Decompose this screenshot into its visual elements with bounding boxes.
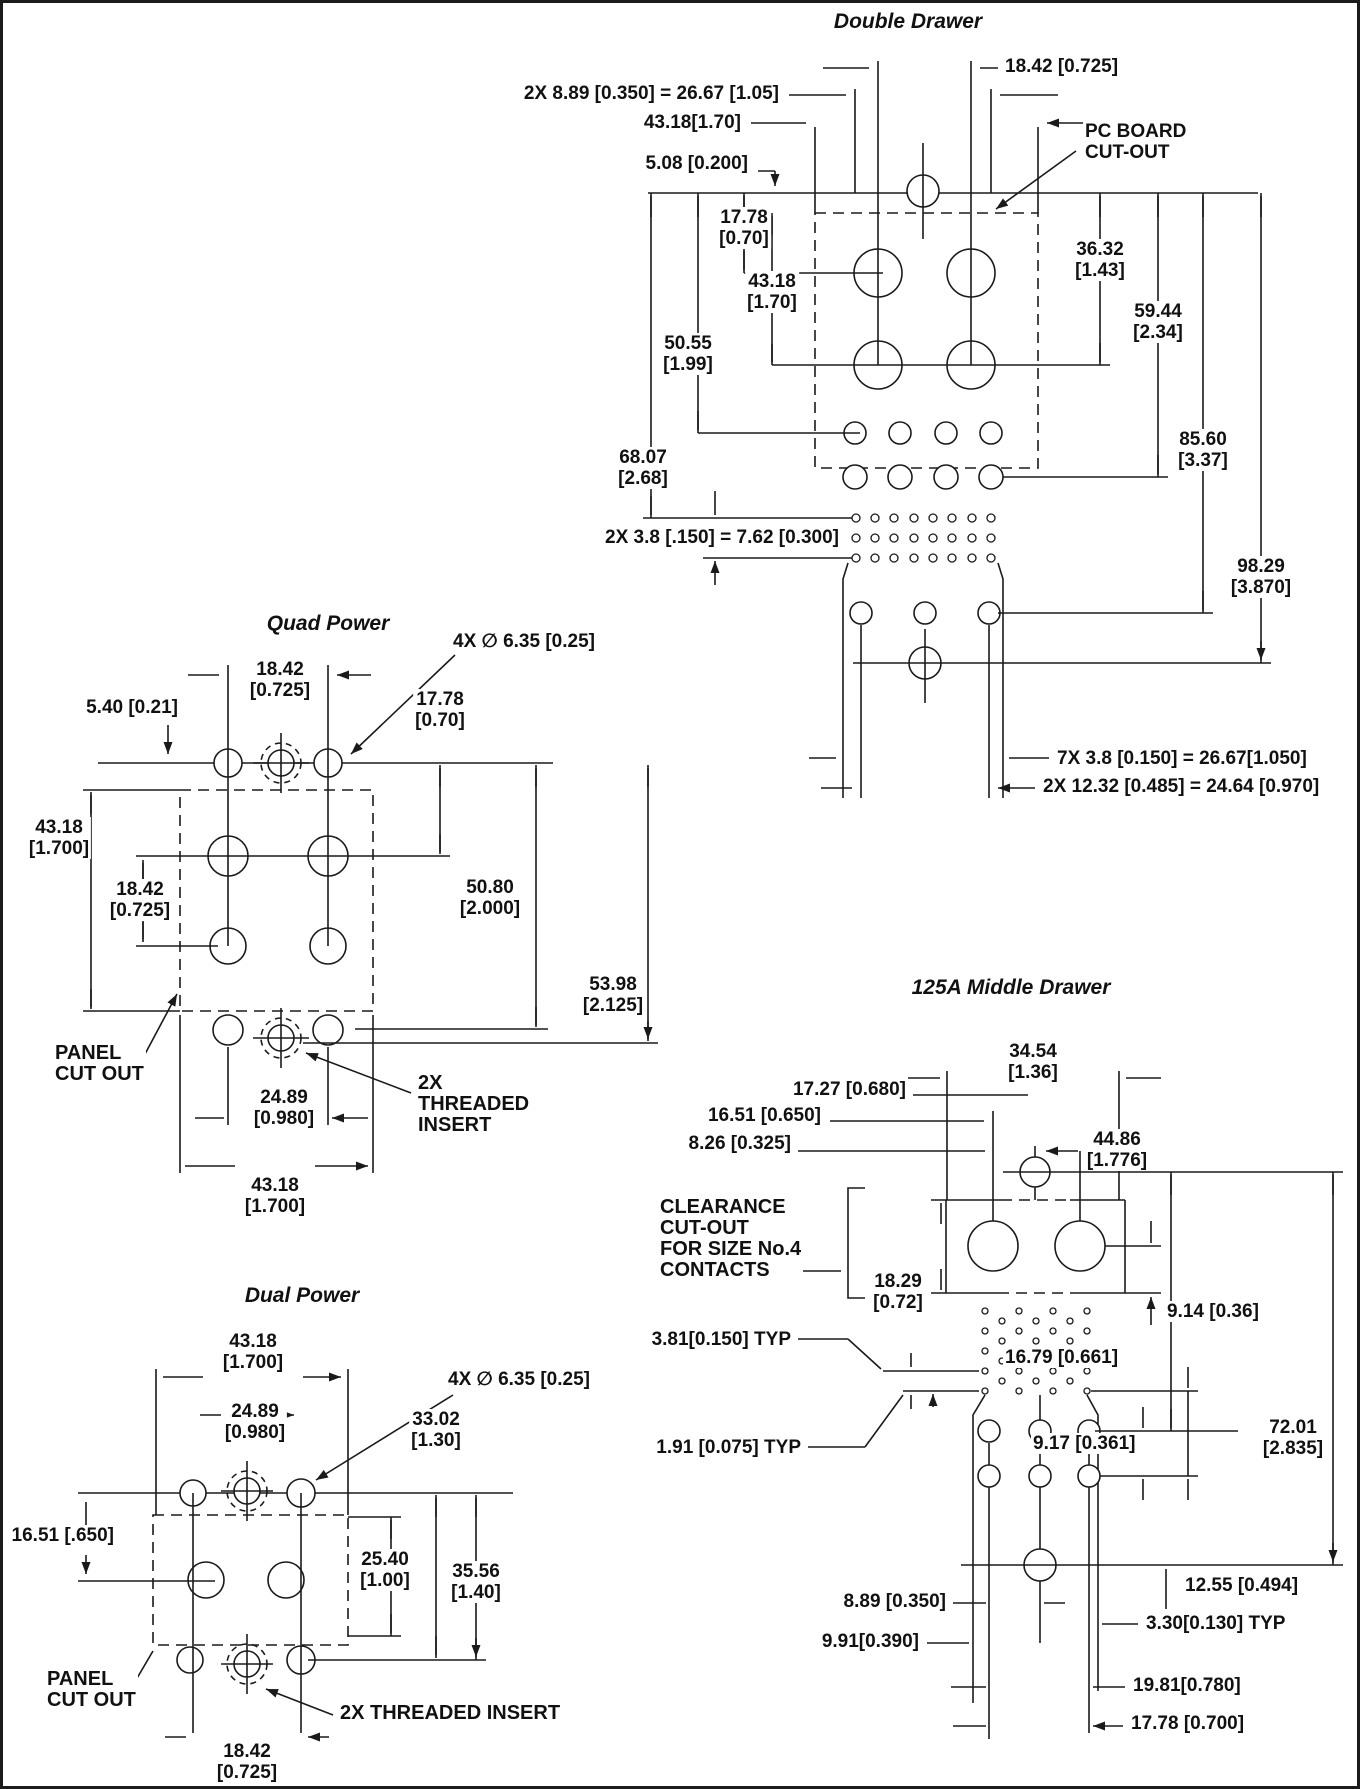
note-threaded-insert-dual: 2X THREADED INSERT xyxy=(338,1702,563,1724)
dim-381-typ: 3.81[0.150] TYP xyxy=(649,1329,793,1350)
dim-4318-dual: 43.18 [1.700] xyxy=(220,1331,286,1373)
dim-4486: 44.86 [1.776] xyxy=(1084,1129,1150,1171)
dim-3302: 33.02 [1.30] xyxy=(409,1409,463,1451)
pc-board-leader xyxy=(995,150,1077,210)
dim-4318-top: 43.18[1.70] xyxy=(641,112,743,133)
dim-2x38: 2X 3.8 [.150] = 7.62 [0.300] xyxy=(603,527,841,548)
dim-1842-quad: 18.42 [0.725] xyxy=(247,659,313,701)
dim-3556: 35.56 [1.40] xyxy=(449,1561,503,1603)
dim-330-typ: 3.30[0.130] TYP xyxy=(1144,1613,1288,1634)
dim-4x-dia-quad: 4X ∅ 6.35 [0.25] xyxy=(451,631,597,652)
dim-5944: 59.44 [2.34] xyxy=(1131,301,1185,343)
dim-1981: 19.81[0.780] xyxy=(1131,1675,1243,1696)
dim-914: 9.14 [0.36] xyxy=(1165,1301,1261,1322)
note-panel-cutout-dual: PANEL CUT OUT xyxy=(45,1668,138,1711)
note-pc-board: PC BOARD CUT-OUT xyxy=(1083,121,1189,163)
dim-7x38: 7X 3.8 [0.150] = 26.67[1.050] xyxy=(1055,748,1309,769)
dim-2489-quad: 24.89 [0.980] xyxy=(251,1087,317,1129)
dim-6807: 68.07 [2.68] xyxy=(616,447,670,489)
dim-191-typ: 1.91 [0.075] TYP xyxy=(654,1437,803,1458)
dim-1651-md: 16.51 [0.650] xyxy=(705,1105,823,1126)
dim-826: 8.26 [0.325] xyxy=(686,1133,793,1154)
dim-3632: 36.32 [1.43] xyxy=(1073,239,1127,281)
dim-1727: 17.27 [0.680] xyxy=(790,1079,908,1100)
drawing-linework xyxy=(3,61,1360,1789)
dim-1255: 12.55 [0.494] xyxy=(1183,1575,1301,1596)
dim-4318-quad-left: 43.18 [1.700] xyxy=(26,817,92,859)
quad-power-view xyxy=(83,654,658,1173)
dual-power-title: Dual Power xyxy=(244,1284,360,1307)
dim-7201: 72.01 [2.835] xyxy=(1260,1417,1326,1459)
clearance-bracket xyxy=(798,1187,865,1299)
dim-2540: 25.40 [1.00] xyxy=(358,1549,412,1591)
dim-1778-quad: 17.78 [0.70] xyxy=(413,689,467,731)
dim-1778: 17.78 [0.70] xyxy=(717,207,771,249)
note-panel-cutout-quad: PANEL CUT OUT xyxy=(53,1042,146,1085)
dim-1842-dual: 18.42 [0.725] xyxy=(214,1741,280,1783)
dim-2x1232: 2X 12.32 [0.485] = 24.64 [0.970] xyxy=(1041,776,1322,797)
dim-4x-dia-dual: 4X ∅ 6.35 [0.25] xyxy=(446,1369,592,1390)
dim-4318-mid: 43.18 [1.70] xyxy=(745,271,799,313)
dim-917: 9.17 [0.361] xyxy=(1031,1433,1138,1454)
dim-540: 5.40 [0.21] xyxy=(84,697,180,718)
dim-508: 5.08 [0.200] xyxy=(643,153,750,174)
dim-9829: 98.29 [3.870] xyxy=(1228,556,1294,598)
dim-889: 8.89 [0.350] xyxy=(841,1591,948,1612)
quad-power-title: Quad Power xyxy=(266,612,390,635)
dim-2489-dual: 24.89 [0.980] xyxy=(222,1401,288,1443)
note-threaded-insert-quad: 2X THREADED INSERT xyxy=(416,1072,532,1136)
dim-2x889: 2X 8.89 [0.350] = 26.67 [1.05] xyxy=(521,83,781,104)
middle-drawer-title: 125A Middle Drawer xyxy=(911,976,1111,999)
dim-18-42-top: 18.42 [0.725] xyxy=(1003,56,1121,77)
pin-grid xyxy=(851,513,996,563)
dim-8560: 85.60 [3.37] xyxy=(1176,429,1230,471)
dim-1679: 16.79 [0.661] xyxy=(1003,1347,1121,1368)
dim-5080: 50.80 [2.000] xyxy=(457,877,523,919)
middle-drawer-view xyxy=(798,1071,1343,1739)
dim-4318-quad-bottom: 43.18 [1.700] xyxy=(242,1175,308,1217)
hole-callout-leader xyxy=(350,654,456,755)
note-clearance: CLEARANCE CUT-OUT FOR SIZE No.4 CONTACTS xyxy=(658,1196,804,1281)
dim-991: 9.91[0.390] xyxy=(819,1631,921,1652)
dim-1651-dual: 16.51 [.650] xyxy=(9,1525,116,1546)
dim-1778-md: 17.78 [0.700] xyxy=(1129,1713,1247,1734)
dim-1842-quad-left: 18.42 [0.725] xyxy=(107,879,173,921)
dim-5055: 50.55 [1.99] xyxy=(661,333,715,375)
dim-3454: 34.54 [1.36] xyxy=(1006,1041,1060,1083)
dim-5398: 53.98 [2.125] xyxy=(580,974,646,1016)
dim-1829: 18.29 [0.72] xyxy=(871,1271,925,1313)
double-drawer-title: Double Drawer xyxy=(833,10,983,33)
